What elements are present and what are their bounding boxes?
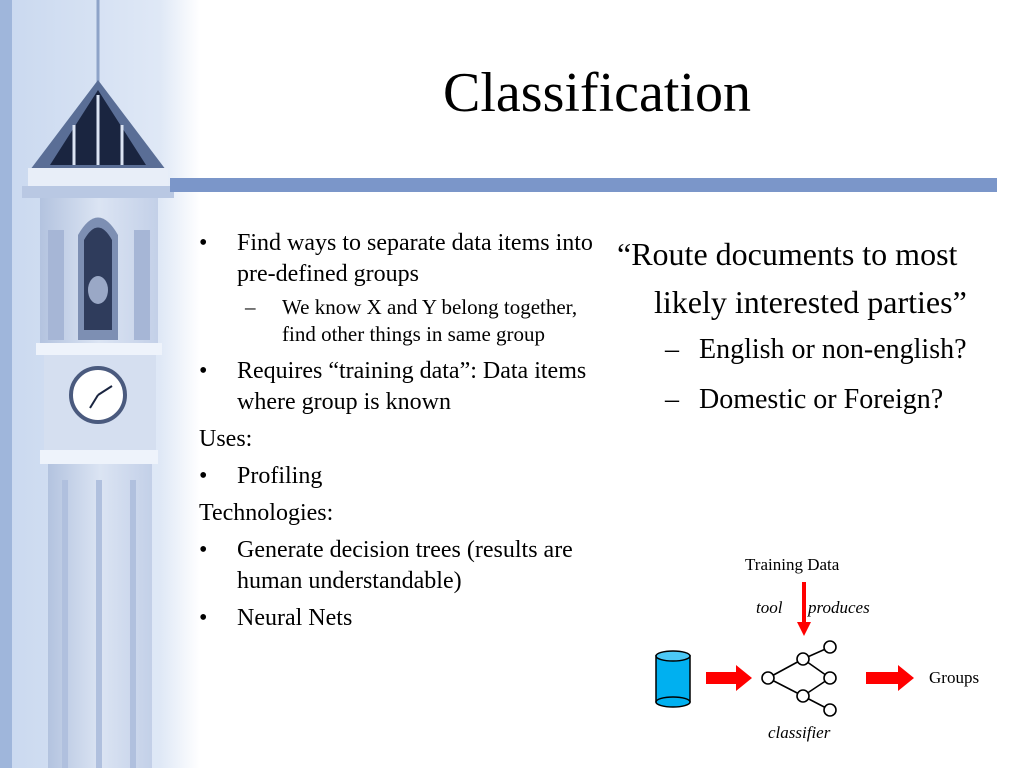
bullet-item: • Profiling — [199, 461, 594, 492]
bullet-item: • Neural Nets — [199, 603, 594, 634]
tree-network-icon — [761, 640, 837, 717]
database-icon — [655, 650, 691, 708]
sub-bullet-text: Domestic or Foreign? — [699, 384, 944, 415]
title-accent-bar — [170, 178, 997, 192]
sub-bullet-text: We know X and Y belong together, find ot… — [282, 295, 578, 346]
bullet-item: • Find ways to separate data items into … — [199, 228, 594, 290]
bullet-text: Requires “training data”: Data items whe… — [237, 358, 587, 415]
bullet-mark: • — [199, 358, 208, 384]
bullet-text: Generate decision trees (results are hum… — [237, 537, 573, 594]
produces-label: produces — [807, 598, 870, 617]
quote-text: “Route documents to most likely interest… — [617, 236, 967, 320]
sub-bullet-item: – Domestic or Foreign? — [617, 380, 1007, 420]
groups-label: Groups — [929, 668, 979, 687]
classifier-label: classifier — [768, 723, 831, 742]
dash-mark: – — [245, 295, 256, 319]
bullet-text: Profiling — [237, 463, 323, 489]
bullet-mark: • — [199, 605, 208, 631]
classifier-diagram: Training Data tool produces Groups class… — [655, 555, 979, 742]
bullet-text: Neural Nets — [237, 605, 353, 631]
uses-heading: Uses: — [199, 426, 253, 452]
slide-title: Classification — [443, 62, 751, 124]
bullet-mark: • — [199, 463, 208, 489]
dash-mark: – — [665, 384, 679, 415]
training-data-label: Training Data — [745, 555, 840, 574]
bullet-item: • Requires “training data”: Data items w… — [199, 356, 594, 418]
bullet-item: • Generate decision trees (results are h… — [199, 535, 594, 597]
arrow-right-icon — [706, 665, 752, 691]
sub-bullet-text: English or non-english? — [699, 334, 967, 365]
bullet-mark: • — [199, 537, 208, 563]
technologies-heading: Technologies: — [199, 500, 334, 526]
left-content: • Find ways to separate data items into … — [199, 228, 594, 640]
bullet-text: Find ways to separate data items into pr… — [237, 230, 593, 287]
arrow-down-icon — [797, 582, 811, 636]
sub-bullet-item: – English or non-english? — [617, 330, 1007, 370]
arrow-right-icon — [866, 665, 914, 691]
dash-mark: – — [665, 334, 679, 365]
right-content: “Route documents to most likely interest… — [617, 230, 1007, 430]
clock-tower-image — [0, 0, 200, 768]
bullet-mark: • — [199, 230, 208, 256]
tool-label: tool — [756, 598, 783, 617]
sub-bullet-item: – We know X and Y belong together, find … — [199, 294, 594, 348]
